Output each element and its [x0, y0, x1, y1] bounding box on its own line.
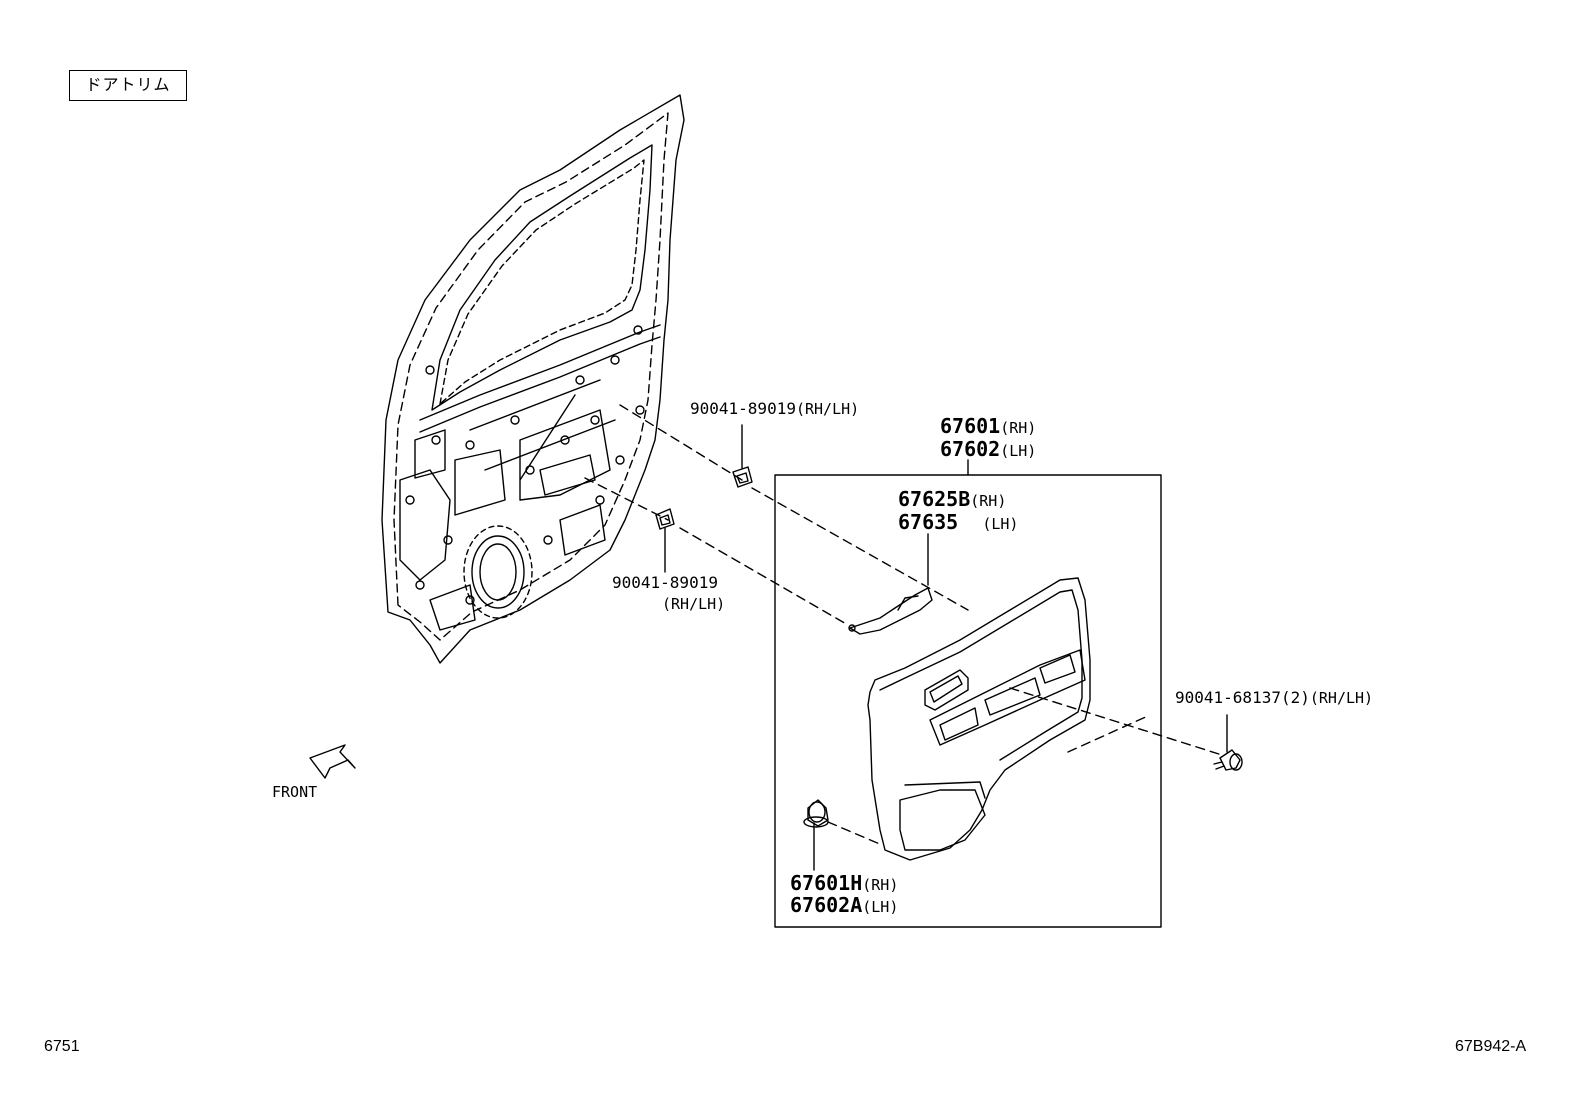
part-label-67601[interactable]: 67601(RH)	[940, 415, 1036, 439]
part-qty: (2)	[1280, 688, 1310, 707]
part-suffix: (LH)	[982, 515, 1019, 533]
footer-page-code: 6751	[44, 1038, 80, 1055]
part-number: 67601H	[790, 871, 863, 895]
part-label-67602a[interactable]: 67602A(LH)	[790, 894, 898, 918]
door-trim-panel-drawing	[867, 577, 1091, 861]
diagram-title: ドアトリム	[69, 70, 187, 101]
part-suffix: (RH/LH)	[1309, 689, 1374, 707]
part-label-67635[interactable]: 67635 (LH)	[898, 511, 1018, 535]
bracket-67625b-drawing	[848, 587, 933, 635]
part-number: 90041-68137	[1175, 688, 1281, 707]
pointer-lines	[664, 424, 1228, 871]
fastener-67601h-drawing	[803, 799, 829, 828]
part-number: 90041-89019	[690, 399, 796, 418]
part-suffix: (LH)	[862, 898, 899, 916]
part-suffix: (RH/LH)	[795, 400, 860, 418]
leader-lines	[584, 404, 1223, 846]
part-suffix: (RH)	[970, 492, 1007, 510]
part-number: 67635	[898, 510, 959, 534]
clip-90041-89019-upper	[732, 466, 753, 488]
part-label-67625b[interactable]: 67625B(RH)	[898, 488, 1006, 512]
door-frame-drawing	[381, 94, 685, 664]
part-suffix: (RH)	[1000, 419, 1037, 437]
part-number: 67625B	[898, 487, 971, 511]
part-suffix: (LH)	[1000, 442, 1037, 460]
part-label-67602[interactable]: 67602(LH)	[940, 438, 1036, 462]
part-number: 90041-89019	[612, 573, 718, 592]
part-label-90041-68137[interactable]: 90041-68137(2)(RH/LH)	[1175, 688, 1373, 708]
front-direction-label: FRONT	[272, 783, 318, 801]
part-label-90041-89019-lower[interactable]: 90041-89019	[612, 573, 718, 593]
front-direction-arrow-icon	[309, 744, 356, 779]
part-number: 67602	[940, 437, 1001, 461]
part-suffix: (RH)	[862, 876, 899, 894]
clip-90041-89019-lower	[655, 508, 675, 530]
screw-90041-68137-drawing	[1213, 749, 1243, 771]
panel-group-box	[774, 474, 1162, 928]
footer-diagram-code: 67B942-A	[1455, 1038, 1527, 1055]
part-number: 67601	[940, 414, 1001, 438]
part-label-90041-89019-upper[interactable]: 90041-89019(RH/LH)	[690, 399, 859, 419]
part-label-67601h[interactable]: 67601H(RH)	[790, 872, 898, 896]
part-number: 67602A	[790, 893, 863, 917]
part-suffix-90041-89019-lower: (RH/LH)	[662, 595, 726, 613]
